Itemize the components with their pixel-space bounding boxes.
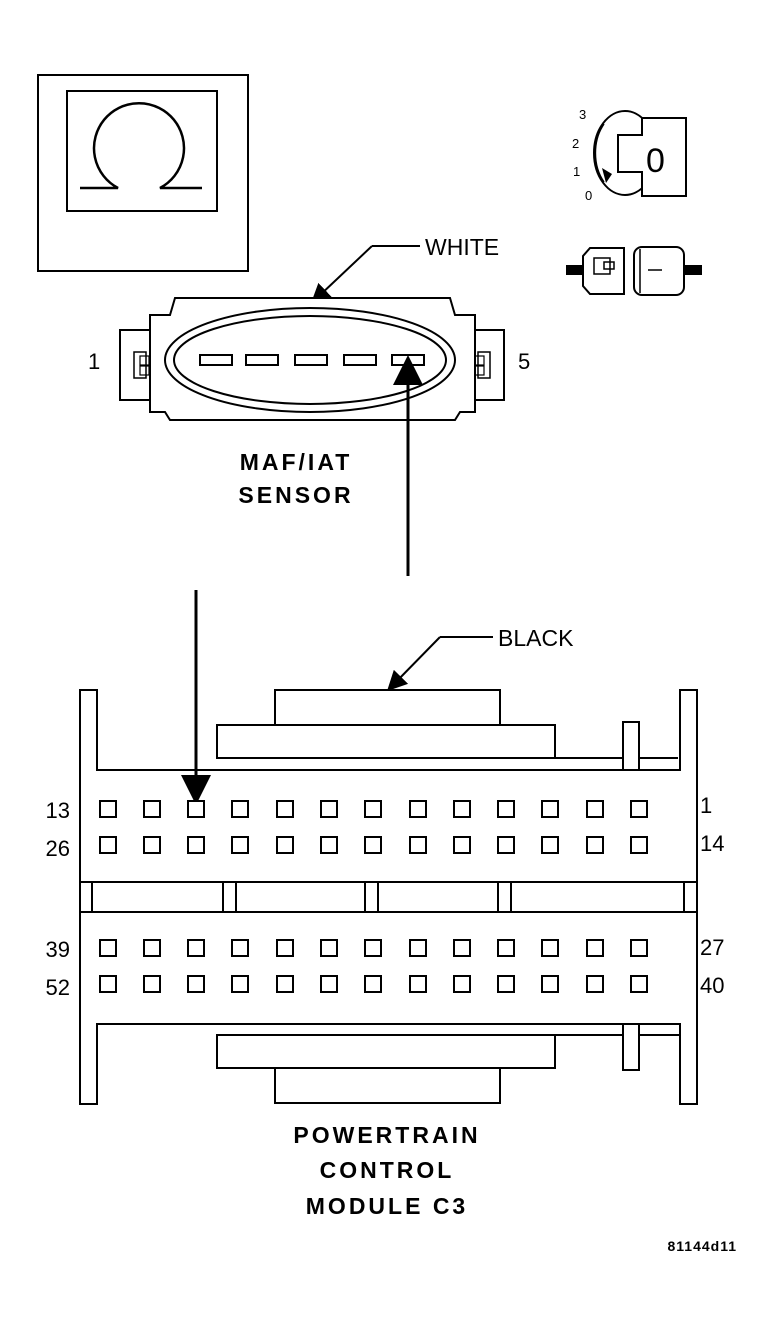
pcm-cavity bbox=[143, 975, 161, 993]
pcm-cavity bbox=[276, 975, 294, 993]
pcm-row-label-left-1: 13 bbox=[46, 798, 70, 823]
pcm-cavity bbox=[541, 836, 559, 854]
pcm-row-label-left-3: 39 bbox=[46, 937, 70, 962]
pcm-cavity bbox=[143, 800, 161, 818]
pcm-cavity bbox=[364, 836, 382, 854]
pcm-cavity bbox=[231, 800, 249, 818]
pcm-cavity bbox=[143, 939, 161, 957]
pcm-cavity bbox=[497, 939, 515, 957]
pcm-cavity bbox=[276, 800, 294, 818]
pcm-cavity bbox=[453, 975, 471, 993]
sensor-terminal-4 bbox=[343, 354, 377, 366]
pcm-cavity bbox=[276, 836, 294, 854]
ignition-pos-0: 0 bbox=[585, 188, 592, 203]
pcm-cavity-grid bbox=[99, 800, 648, 993]
pcm-row-label-right-2: 14 bbox=[700, 831, 724, 856]
key-position-label: 0 bbox=[646, 142, 665, 180]
pcm-cavity bbox=[630, 836, 648, 854]
pcm-cavity bbox=[187, 975, 205, 993]
pcm-row-label-right-3: 27 bbox=[700, 935, 724, 960]
sensor-terminal-2 bbox=[245, 354, 279, 366]
pcm-cavity bbox=[143, 836, 161, 854]
pcm-cavity bbox=[541, 939, 559, 957]
pcm-title-line3: MODULE C3 bbox=[306, 1193, 468, 1219]
pcm-cavity bbox=[99, 800, 117, 818]
sensor-color-label: WHITE bbox=[425, 234, 499, 260]
ignition-pos-1: 1 bbox=[573, 164, 580, 179]
pcm-cavity bbox=[586, 939, 604, 957]
sensor-terminal-5 bbox=[391, 354, 425, 366]
figure-id: 81144d11 bbox=[667, 1238, 737, 1254]
pcm-cavity bbox=[630, 975, 648, 993]
ignition-pos-3: 3 bbox=[579, 107, 586, 122]
pcm-cavity bbox=[630, 939, 648, 957]
sensor-terminal-3 bbox=[294, 354, 328, 366]
pcm-cavity bbox=[231, 975, 249, 993]
pcm-cavity bbox=[99, 836, 117, 854]
pcm-c3-connector: BLACK 13 26 39 52 1 14 27 40 POWERTRAIN … bbox=[46, 625, 725, 1219]
sensor-terminal-1 bbox=[199, 354, 233, 366]
ohmmeter-icon bbox=[37, 74, 249, 272]
pcm-cavity bbox=[497, 975, 515, 993]
pcm-cavity bbox=[320, 800, 338, 818]
pcm-cavity bbox=[630, 800, 648, 818]
pcm-cavity bbox=[453, 939, 471, 957]
sensor-title-line1: MAF/IAT bbox=[240, 449, 353, 475]
pcm-cavity bbox=[364, 975, 382, 993]
ignition-key-off-icon: 3 2 1 0 0 bbox=[572, 107, 687, 203]
pcm-cavity bbox=[586, 800, 604, 818]
pcm-cavity bbox=[497, 836, 515, 854]
test-lead-arrows bbox=[181, 355, 423, 805]
pcm-cavity bbox=[187, 800, 205, 818]
pcm-cavity bbox=[497, 800, 515, 818]
pcm-cavity bbox=[99, 975, 117, 993]
sensor-pin-left-label: 1 bbox=[88, 349, 100, 374]
pcm-color-label: BLACK bbox=[498, 625, 574, 651]
pcm-cavity bbox=[409, 800, 427, 818]
pcm-cavity bbox=[320, 939, 338, 957]
pcm-cavity bbox=[99, 939, 117, 957]
pcm-cavity bbox=[541, 800, 559, 818]
pcm-cavity bbox=[320, 836, 338, 854]
maf-iat-connector: WHITE 1 5 MAF/IAT SENSOR bbox=[88, 234, 530, 508]
pcm-cavity bbox=[364, 800, 382, 818]
pcm-cavity bbox=[409, 975, 427, 993]
ignition-pos-2: 2 bbox=[572, 136, 579, 151]
pcm-cavity bbox=[541, 975, 559, 993]
pcm-cavity bbox=[187, 836, 205, 854]
sensor-pin-right-label: 5 bbox=[518, 349, 530, 374]
pcm-row-label-right-4: 40 bbox=[700, 973, 724, 998]
pcm-cavity bbox=[586, 975, 604, 993]
pcm-cavity bbox=[453, 800, 471, 818]
pcm-row-label-left-4: 52 bbox=[46, 975, 70, 1000]
pcm-cavity bbox=[409, 939, 427, 957]
pcm-cavity bbox=[409, 836, 427, 854]
pcm-title-line2: CONTROL bbox=[320, 1157, 455, 1183]
pcm-cavity bbox=[231, 939, 249, 957]
pcm-row-label-left-2: 26 bbox=[46, 836, 70, 861]
pcm-cavity bbox=[364, 939, 382, 957]
pcm-cavity bbox=[586, 836, 604, 854]
pcm-row-label-right-1: 1 bbox=[700, 793, 712, 818]
pcm-title-line1: POWERTRAIN bbox=[293, 1122, 480, 1148]
sensor-title-line2: SENSOR bbox=[238, 482, 353, 508]
pcm-cavity bbox=[231, 836, 249, 854]
pcm-cavity bbox=[453, 836, 471, 854]
pcm-cavity bbox=[276, 939, 294, 957]
disconnect-connector-icon bbox=[566, 246, 702, 296]
pcm-cavity bbox=[187, 939, 205, 957]
pcm-cavity bbox=[320, 975, 338, 993]
